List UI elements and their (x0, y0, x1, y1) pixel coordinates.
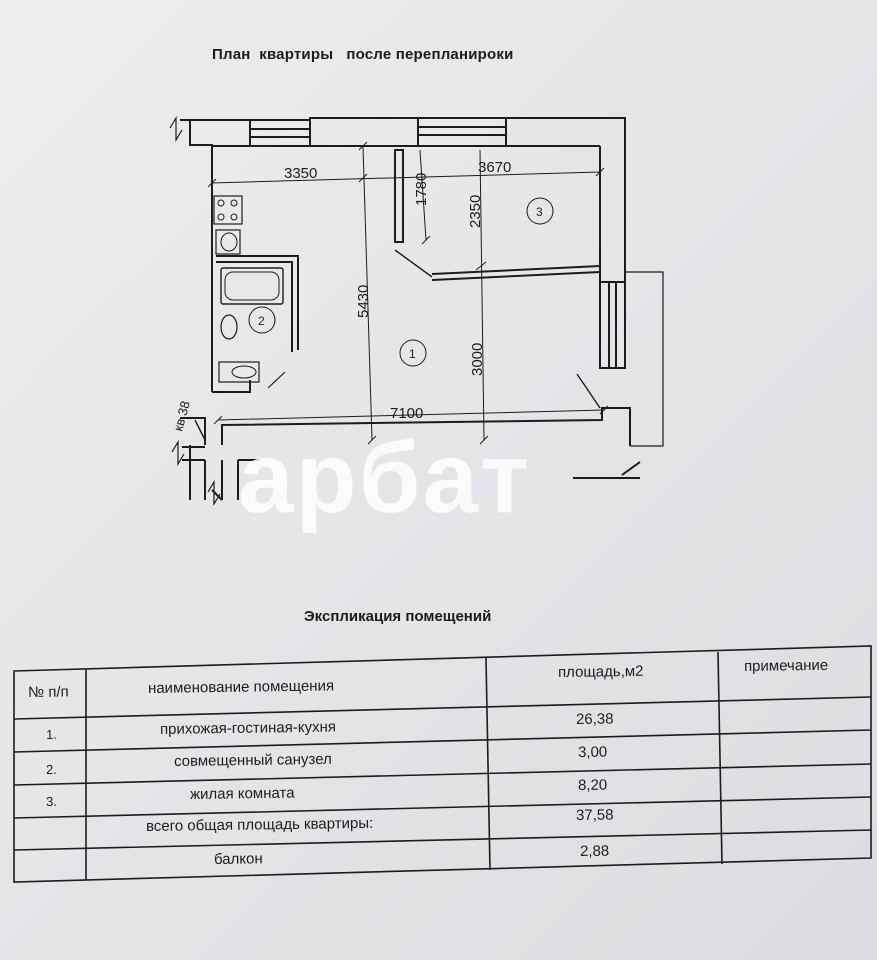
room-1-marker (399, 339, 427, 367)
dim-line-1780 (419, 149, 427, 241)
floor-plan: 3350 3670 1780 2350 5430 3000 7100 3 2 1… (169, 115, 664, 507)
row-balcony-area: 2,88 (579, 842, 610, 860)
dim-line-3000 (479, 149, 485, 441)
dim-line-5430 (362, 145, 373, 441)
header-num: № п/п (27, 683, 69, 701)
wall-right-outer (506, 117, 626, 282)
room-2-marker (248, 306, 276, 334)
room-1-number: 1 (409, 347, 416, 361)
room-3-number: 3 (536, 205, 543, 219)
dim-3000: 3000 (469, 343, 486, 376)
sink-bath (218, 361, 260, 383)
dim-3670: 3670 (478, 159, 511, 176)
explication-title: Экспликация помещений (304, 608, 492, 625)
room-2-number: 2 (258, 314, 265, 328)
balcony-outline (625, 271, 664, 447)
row-2-name: совмещенный санузел (173, 750, 332, 770)
dim-3350: 3350 (284, 165, 317, 182)
row-total-name: всего общая площадь квартиры: (145, 814, 374, 835)
partition-vertical (394, 149, 404, 243)
row-total-area: 37,58 (575, 806, 614, 824)
row-1-name: прихожая-гостиная-кухня (159, 718, 337, 738)
wall-corridor (221, 407, 631, 446)
row-3-num: 3. (45, 793, 57, 809)
dim-1780: 1780 (413, 173, 430, 206)
window-balcony (599, 281, 626, 369)
row-3-area: 8,20 (577, 776, 608, 794)
dim-7100: 7100 (390, 405, 423, 422)
dim-line-top (211, 171, 601, 184)
dim-line-7100 (217, 409, 605, 421)
table-border (13, 645, 872, 883)
toilet (220, 314, 238, 340)
bath-wall (212, 380, 251, 393)
row-1-area: 26,38 (575, 710, 614, 728)
header-area: площадь,м2 (557, 662, 644, 681)
plan-title: План квартиры после перепланироки (212, 46, 514, 63)
row-2-area: 3,00 (577, 743, 608, 761)
row-3-name: жилая комната (189, 784, 295, 803)
stove (213, 195, 243, 225)
row-balcony-name: балкон (213, 850, 263, 868)
row-1-num: 1. (45, 726, 57, 742)
header-note: примечание (743, 656, 829, 675)
watermark: арбат (238, 422, 532, 534)
kitchen-sink (215, 229, 241, 255)
header-name: наименование помещения (147, 677, 335, 697)
bathtub (220, 267, 284, 305)
room-3-marker (526, 197, 554, 225)
dim-5430: 5430 (355, 285, 372, 318)
wall-room3 (431, 265, 601, 275)
dim-2350: 2350 (467, 195, 484, 228)
row-2-num: 2. (45, 761, 57, 777)
wall-left-outer (189, 120, 213, 392)
